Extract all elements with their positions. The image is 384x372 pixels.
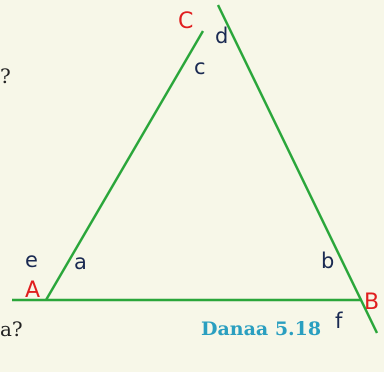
line-ac bbox=[44, 30, 205, 301]
angle-label-f: f bbox=[335, 309, 343, 333]
angle-label-a: a bbox=[74, 250, 87, 274]
vertex-label-a: A bbox=[25, 278, 40, 303]
figure-caption: Danaa 5.18 bbox=[201, 318, 321, 340]
angle-label-e: e bbox=[25, 248, 38, 272]
angle-label-c: c bbox=[194, 55, 206, 79]
angle-label-d: d bbox=[215, 24, 228, 48]
angle-label-b: b bbox=[321, 249, 334, 273]
edge-text-question: ? bbox=[0, 64, 11, 88]
line-bc-extended bbox=[216, 4, 379, 334]
vertex-label-b: B bbox=[364, 290, 379, 315]
vertex-label-c: C bbox=[178, 9, 193, 34]
edge-text-a-question: a? bbox=[0, 317, 23, 341]
